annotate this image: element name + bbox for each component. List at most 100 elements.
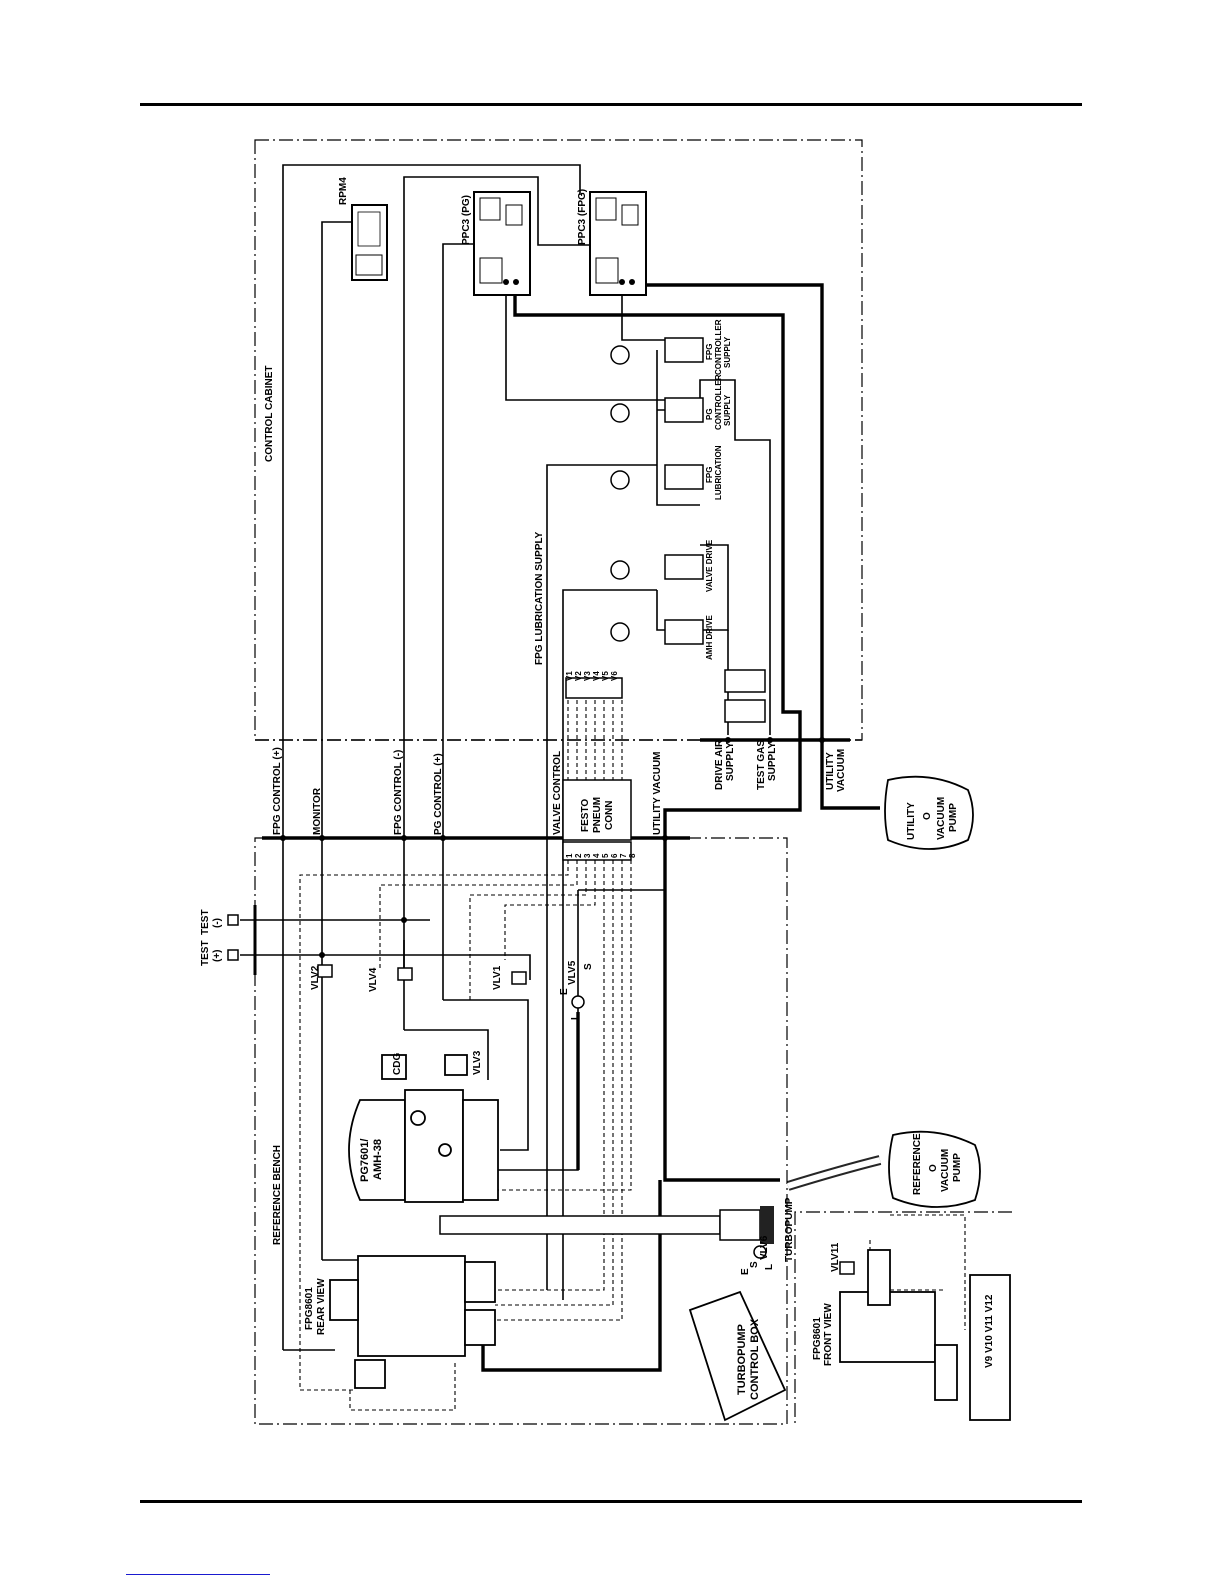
pg7601-base: [404, 1089, 499, 1203]
vlv6-s-label: S: [749, 1261, 760, 1268]
reference-bench-label: REFERENCE BENCH: [272, 1145, 283, 1245]
fpg-controller-supply-label-2: CONTROLLER: [714, 319, 723, 375]
fpg8601-rear-body: [329, 1255, 496, 1389]
turbopump-control-box-label-2: CONTROL BOX: [749, 1318, 761, 1400]
valve-drive-regulator: [610, 554, 704, 580]
fpg-control-plus-label: FPG CONTROL (+): [272, 747, 283, 835]
vlv1-valve: [511, 971, 527, 985]
utility-vacuum-pump: [884, 775, 974, 850]
reference-vacuum-pump-label-4: PUMP: [952, 1153, 963, 1182]
vlv4-valve: [397, 967, 413, 981]
reference-vacuum-pump: [888, 1130, 981, 1208]
cdg-gauge: [381, 1054, 468, 1080]
v6-label: V6: [610, 671, 619, 681]
valve-drive-label: VALVE DRIVE: [705, 539, 714, 592]
pg-controller-supply-regulator: [610, 397, 704, 423]
utility-vacuum-label-2: VACUUM: [836, 749, 847, 792]
vlv5-label: VLV5: [567, 960, 578, 985]
fpg-control-minus-label: FPG CONTROL (-): [393, 750, 404, 835]
vlv5-valve: [571, 995, 585, 1009]
fpg8601-front-body: [839, 1249, 1011, 1421]
fpg8601-rear-label-1: FPG8601: [304, 1287, 315, 1330]
test-gas-supply-label-1: TEST GAS: [756, 740, 767, 790]
ppc3-fpg-label: PPC3 (FPG): [577, 189, 588, 245]
pg7601-label-2: AMH-38: [372, 1139, 384, 1180]
festo-port-7: 7: [619, 853, 628, 858]
utility-vacuum-pump-label-1: UTILITY: [906, 802, 917, 840]
fpg-controller-supply-label-1: FPG: [705, 344, 714, 360]
v5-label: V5: [601, 671, 610, 681]
pg-controller-supply-label-2: CONTROLLER: [714, 374, 723, 430]
fpg8601-front-label-2: FRONT VIEW: [823, 1303, 834, 1366]
fpg8601-front-view-boundary: [794, 1211, 1012, 1424]
festo-port-3: 3: [583, 853, 592, 858]
vlv6-valve: [753, 1245, 767, 1259]
fpg-controller-supply-regulator: [610, 337, 704, 365]
vlv5-s-label: S: [583, 963, 594, 970]
utility-vacuum-pump-label-4: PUMP: [948, 803, 959, 832]
v4-label: V4: [592, 671, 601, 681]
rpm4-label: RPM4: [338, 177, 349, 205]
footer-link-underline: [126, 1574, 270, 1575]
turbopump-control-box: [688, 1290, 787, 1422]
turbopump: [719, 1209, 761, 1241]
test-plus-label-2: (+): [212, 950, 223, 963]
vlv5-e-label: E: [559, 988, 570, 995]
ppc3-pg-label: PPC3 (PG): [461, 195, 472, 245]
festo-port-8: 8: [628, 853, 637, 858]
reference-vacuum-pump-label-2: O: [928, 1164, 939, 1172]
v3-label: V3: [583, 671, 592, 681]
festo-port-6: 6: [610, 853, 619, 858]
vlv1-label: VLV1: [492, 965, 503, 990]
turbopump-flange: [760, 1206, 774, 1244]
vlv11-label: VLV11: [830, 1242, 841, 1272]
valve-control-label: VALVE CONTROL: [552, 751, 563, 835]
festo-pneumatic-connector: [562, 779, 632, 861]
vlv11-valve: [839, 1261, 855, 1275]
test-plus-label-1: TEST: [200, 940, 211, 966]
test-minus-port: [227, 914, 239, 926]
monitor-label: MONITOR: [312, 787, 323, 835]
test-gas-supply-label-2: SUPPLY: [767, 742, 778, 781]
fpg-lubrication-regulator: [610, 464, 704, 490]
vlv3-label: VLV3: [472, 1050, 483, 1075]
reference-vacuum-pump-label-1: REFERENCE: [912, 1133, 923, 1195]
festo-port-4: 4: [592, 853, 601, 858]
fpg8601-front-label-1: FPG8601: [812, 1317, 823, 1360]
drive-air-supply-label-1: DRIVE AIR: [714, 739, 725, 790]
vlv5-l-label: L: [570, 1014, 581, 1020]
vlv4-label: VLV4: [368, 967, 379, 992]
amh-drive-label: AMH DRIVE: [705, 614, 714, 660]
reference-vacuum-pump-label-3: VACUUM: [940, 1149, 951, 1192]
pg7601-bell-jar: [348, 1099, 406, 1201]
pg7601-label-1: PG7601/: [359, 1139, 371, 1182]
drive-air-supply-label-2: SUPPLY: [725, 742, 736, 781]
ppc3-fpg-instrument: [589, 191, 647, 296]
utility-vacuum-pump-label-2: O: [922, 812, 933, 820]
control-cabinet-boundary: [254, 139, 863, 741]
vlv6-l-label: L: [764, 1264, 775, 1270]
v1-label: V1: [565, 671, 574, 681]
turbopump-label: TURBOPUMP: [784, 1197, 795, 1262]
turbopump-tube: [439, 1215, 721, 1235]
test-minus-label-1: TEST: [200, 909, 211, 935]
amh-drive-regulator: [610, 619, 704, 645]
vlv6-e-label: E: [740, 1268, 751, 1275]
ppc3-pg-instrument: [473, 191, 531, 296]
rpm4-instrument: [351, 204, 388, 281]
control-cabinet-label: CONTROL CABINET: [264, 366, 275, 462]
v2-label: V2: [574, 671, 583, 681]
header-rule: [140, 103, 1082, 106]
v9-v12-label: V9 V10 V11 V12: [984, 1294, 995, 1368]
fpg-lubrication-label-1: FPG: [705, 467, 714, 483]
drive-air-filters: [724, 669, 766, 723]
utility-vacuum-pump-label-3: VACUUM: [936, 797, 947, 840]
festo-label-2: PNEUM: [592, 797, 603, 833]
test-minus-label-2: (-): [212, 918, 223, 928]
utility-vacuum-line-label: UTILITY VACUUM: [652, 751, 663, 835]
festo-port-2: 2: [574, 853, 583, 858]
vlv6-label: VLV6: [759, 1235, 770, 1260]
pg-controller-supply-label-3: SUPPLY: [723, 394, 732, 426]
fpg-controller-supply-label-3: SUPPLY: [723, 336, 732, 368]
